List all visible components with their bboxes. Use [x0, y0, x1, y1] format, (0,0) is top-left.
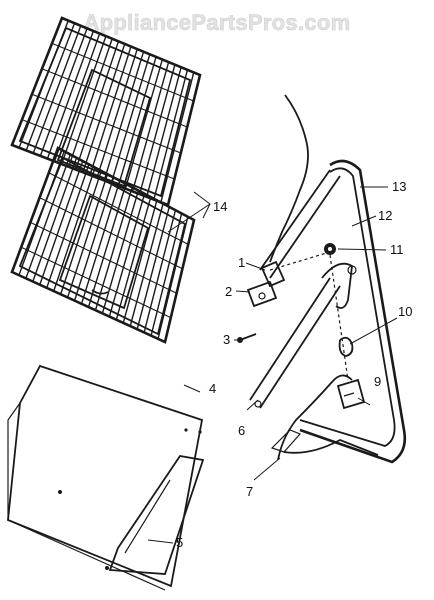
rack-wire — [103, 51, 145, 181]
rack-crossbar — [21, 119, 175, 180]
callout-6: 6 — [238, 423, 245, 438]
callout-labels: 1 2 3 4 5 6 7 9 10 11 12 13 14 — [176, 179, 412, 550]
rack-wire — [53, 33, 101, 162]
rack-wire — [53, 167, 96, 292]
callout-5: 5 — [176, 535, 183, 550]
rack-wire — [96, 48, 138, 178]
rack-wire — [75, 41, 120, 170]
bottom-trim-strip — [108, 455, 205, 575]
rack-wire — [25, 154, 72, 279]
rack-wire — [18, 20, 69, 148]
callout-13: 13 — [392, 179, 406, 194]
rack-wire — [94, 187, 133, 311]
rack-wire — [157, 216, 189, 339]
callout-10: 10 — [398, 304, 412, 319]
rack-wire — [46, 164, 90, 289]
rack-wire — [82, 43, 126, 173]
rack-upper-wires — [18, 20, 195, 203]
rack-wire — [153, 69, 189, 200]
rack-wire — [46, 30, 95, 159]
rack-wire — [89, 46, 132, 176]
rack-wire — [150, 213, 183, 336]
rack-wire — [60, 35, 107, 165]
rack-wire — [39, 28, 88, 157]
callout-3: 3 — [223, 332, 230, 347]
watermark-text: AppliancePartsPros.com — [83, 10, 351, 36]
callout-1: 1 — [238, 255, 245, 270]
rack-wire — [87, 183, 127, 308]
rack-wire — [101, 190, 140, 314]
rack-wire — [110, 54, 151, 184]
oven-rack-lower — [10, 146, 196, 344]
callout-9: 9 — [374, 374, 381, 389]
rack-wire — [39, 160, 84, 285]
rack-crossbar — [41, 68, 188, 128]
rack-wire — [124, 59, 164, 189]
rack-crossbar — [30, 221, 177, 294]
callout-14: 14 — [213, 199, 227, 214]
leader-lines — [147, 186, 398, 544]
rack-crossbar — [31, 93, 182, 154]
rack-wire — [160, 72, 195, 203]
oven-bottom-panel — [7, 364, 204, 591]
callout-4: 4 — [209, 381, 216, 396]
rack-lower-wires — [18, 151, 189, 339]
bake-burner-assembly — [237, 94, 407, 464]
rack-wire — [136, 206, 170, 330]
rack-wire — [122, 200, 158, 324]
rack-wire — [131, 61, 170, 192]
rack-wire — [66, 173, 109, 298]
rack-wire — [68, 38, 113, 168]
callout-11: 11 — [390, 242, 404, 257]
callout-2: 2 — [225, 284, 232, 299]
rack-crossbar — [20, 246, 172, 319]
callout-12: 12 — [378, 208, 392, 223]
callout-7: 7 — [246, 484, 253, 499]
rack-crossbar — [39, 197, 183, 270]
oven-rack-upper — [10, 16, 202, 207]
rack-wire — [80, 180, 121, 305]
rack-wire — [115, 196, 152, 320]
rack-wire — [25, 22, 76, 151]
rack-crossbar — [48, 172, 189, 245]
rack-wire — [73, 177, 115, 301]
rack-crossbar — [51, 42, 194, 102]
rack-wire — [138, 64, 176, 195]
rack-wire — [60, 170, 102, 295]
rack-wire — [117, 56, 157, 187]
rack-wire — [18, 151, 65, 276]
rack-wire — [32, 25, 82, 154]
rack-wire — [129, 203, 164, 327]
rack-wire — [108, 193, 146, 317]
rack-wire — [146, 67, 182, 197]
rack-wire — [32, 157, 78, 282]
